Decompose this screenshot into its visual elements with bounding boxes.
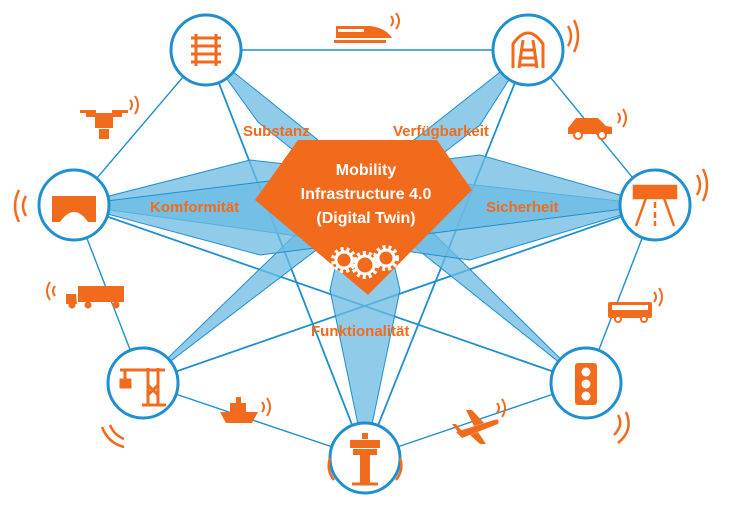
truck-icon: [46, 281, 124, 309]
node-highway: [618, 168, 709, 242]
node-crane: [100, 346, 180, 449]
car-icon: [568, 108, 627, 140]
node-tunnel: [491, 13, 580, 87]
signal-waves-icon: [695, 168, 709, 202]
node-rail-track: [169, 13, 243, 87]
ship-icon: [220, 397, 271, 423]
drone-icon: [80, 95, 139, 139]
rail-track-icon: [191, 34, 221, 66]
node-control-tower: [327, 421, 403, 495]
center-title-line2: Infrastructure 4.0: [301, 186, 432, 203]
bridge-icon: [52, 196, 96, 222]
center-title-line1: Mobility: [336, 162, 397, 179]
label-funktionalitaet: Funktionalität: [311, 323, 409, 340]
control-tower-icon: [350, 433, 380, 486]
infrastructure-nodes: [13, 13, 709, 495]
center-shape: [255, 140, 472, 295]
vehicles: [46, 12, 663, 444]
signal-waves-icon: [100, 424, 125, 449]
aspect-labels: Substanz Verfügbarkeit Komformität Siche…: [150, 123, 559, 340]
label-komformitaet: Komformität: [150, 199, 239, 216]
center-title-line3: (Digital Twin): [316, 210, 415, 227]
node-bridge: [13, 168, 111, 242]
signal-waves-icon: [327, 457, 403, 481]
high-speed-train-icon: [334, 12, 400, 43]
signal-waves-icon: [613, 411, 630, 444]
highway-icon: [632, 184, 678, 227]
center-hub: Mobility Infrastructure 4.0 (Digital Twi…: [255, 140, 472, 295]
rail-tunnel-icon: [511, 31, 545, 69]
airplane-icon: [452, 398, 506, 444]
label-sicherheit: Sicherheit: [486, 199, 559, 216]
harbor-crane-icon: [119, 368, 166, 407]
signal-waves-icon: [566, 19, 580, 53]
label-substanz: Substanz: [243, 123, 310, 140]
traffic-light-icon: [575, 363, 597, 405]
bus-icon: [608, 287, 663, 323]
signal-waves-icon: [13, 189, 28, 223]
node-traffic-light: [549, 346, 630, 444]
label-verfuegbarkeit: Verfügbarkeit: [393, 123, 489, 140]
gears-icon: [331, 245, 399, 279]
